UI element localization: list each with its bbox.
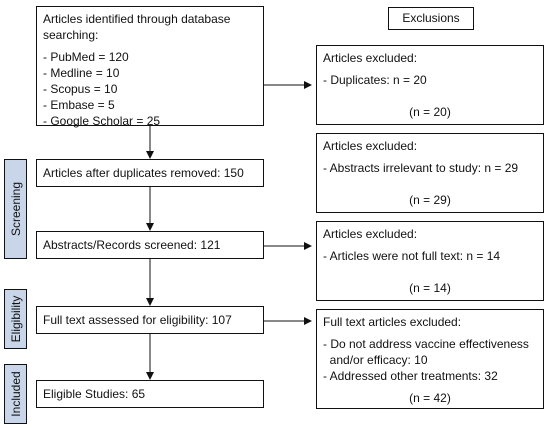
excl-fulltext-reason: - Articles were not full text: n = 14 — [323, 249, 501, 263]
excl-abstracts-box: Articles excluded: - Abstracts irrelevan… — [316, 133, 544, 213]
exclusions-header: Exclusions — [388, 7, 474, 30]
after-duplicates-box: Articles after duplicates removed: 150 — [36, 159, 264, 187]
excl-eligibility-title: Full text articles excluded: — [323, 315, 462, 329]
stage-screening-label: Screening — [8, 181, 23, 237]
excl-abstracts-title: Articles excluded: — [323, 139, 418, 153]
eligible-text: Eligible Studies: 65 — [43, 387, 146, 401]
eligible-box: Eligible Studies: 65 — [36, 380, 264, 408]
source-pubmed: - PubMed = 120 — [43, 50, 129, 64]
excl-eligibility-box: Full text articles excluded: - Do not ad… — [316, 309, 544, 409]
excl-duplicates-title: Articles excluded: — [323, 51, 418, 65]
excl-abstracts-reason: - Abstracts irrelevant to study: n = 29 — [323, 161, 519, 175]
source-google-scholar: - Google Scholar = 25 — [43, 114, 161, 128]
excl-fulltext-total: (n = 14) — [409, 281, 451, 295]
excl-eligibility-reason-2: - Addressed other treatments: 32 — [323, 369, 498, 383]
stage-screening: Screening — [4, 159, 27, 259]
stage-eligibility-label: Eligibility — [8, 295, 23, 343]
source-scopus: - Scopus = 10 — [43, 82, 118, 96]
screened-box: Abstracts/Records screened: 121 — [36, 231, 264, 259]
source-embase: - Embase = 5 — [43, 98, 115, 112]
source-medline: - Medline = 10 — [43, 66, 120, 80]
excl-eligibility-reason-1b: and/or efficacy: 10 — [323, 353, 428, 367]
excl-duplicates-box: Articles excluded: - Duplicates: n = 20 … — [316, 45, 544, 125]
excl-abstracts-total: (n = 29) — [409, 193, 451, 207]
fulltext-assessed-text: Full text assessed for eligibility: 107 — [43, 313, 232, 327]
fulltext-assessed-box: Full text assessed for eligibility: 107 — [36, 306, 264, 334]
after-duplicates-text: Articles after duplicates removed: 150 — [43, 166, 244, 180]
excl-eligibility-reason-1: - Do not address vaccine effectiveness — [323, 337, 529, 351]
identification-box: Articles identified through database sea… — [36, 6, 264, 128]
screened-text: Abstracts/Records screened: 121 — [43, 238, 221, 252]
excl-eligibility-total: (n = 42) — [409, 391, 451, 405]
excl-duplicates-total: (n = 20) — [409, 105, 451, 119]
exclusions-header-text: Exclusions — [402, 11, 460, 25]
stage-eligibility: Eligibility — [4, 289, 27, 349]
stage-included-label: Included — [8, 371, 23, 417]
excl-duplicates-reason: - Duplicates: n = 20 — [323, 73, 427, 87]
excl-fulltext-title: Articles excluded: — [323, 227, 418, 241]
excl-fulltext-box: Articles excluded: - Articles were not f… — [316, 221, 544, 301]
stage-included: Included — [4, 364, 27, 424]
identification-title: Articles identified through database sea… — [43, 12, 231, 42]
